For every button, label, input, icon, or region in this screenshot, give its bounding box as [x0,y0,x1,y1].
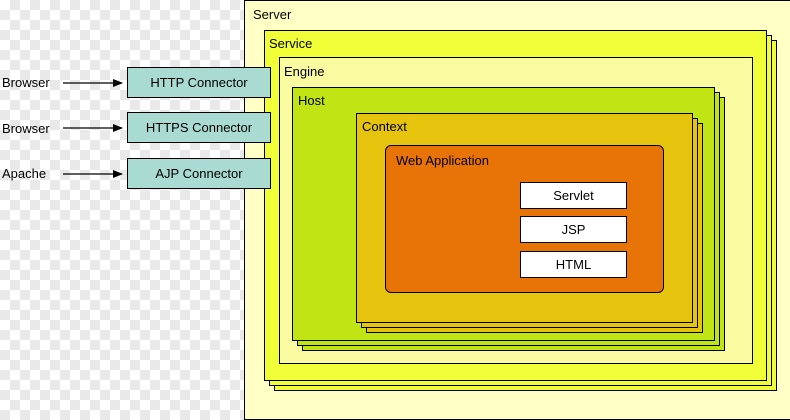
ajp-connector: AJP Connector [127,158,271,189]
web-application-label: Web Application [396,153,489,168]
jsp-box: JSP [520,216,627,243]
context-label: Context [362,119,407,134]
connector-arrows [63,79,123,178]
http-connector: HTTP Connector [127,67,271,98]
html-box: HTML [520,251,627,278]
host-label: Host [298,93,325,108]
servlet-box: Servlet [520,182,627,209]
client-browser-http: Browser [2,75,50,90]
server-label: Server [253,7,292,22]
engine-label: Engine [284,64,325,79]
service-label: Service [269,36,313,51]
client-apache: Apache [2,166,47,181]
client-browser-https: Browser [2,121,50,136]
https-connector: HTTPS Connector [127,112,271,143]
